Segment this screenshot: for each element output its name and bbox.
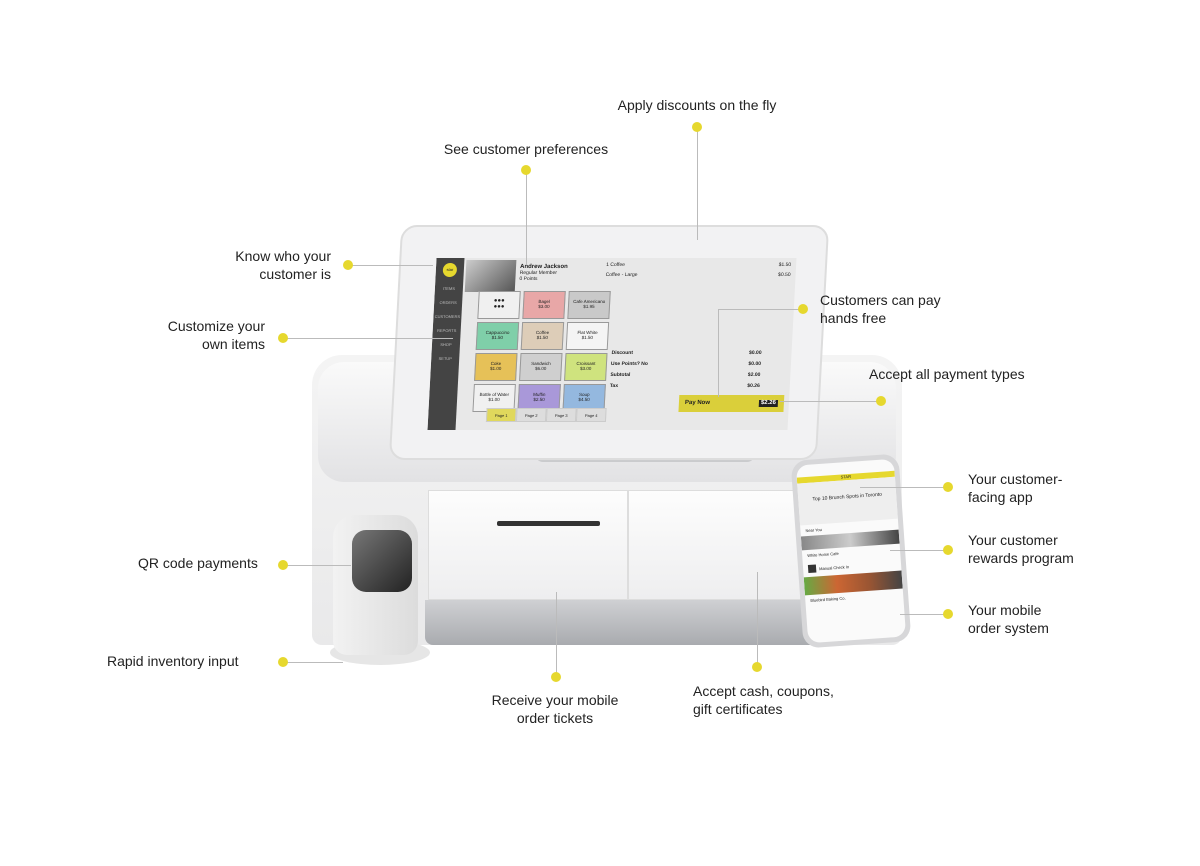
tile-price: $1.00 (488, 397, 500, 402)
tile-price: $1.50 (581, 335, 594, 340)
keypad-tile[interactable]: ●●● ●●● (477, 291, 521, 319)
callout-dot (278, 333, 288, 343)
nav-shop[interactable]: SHOP (440, 342, 452, 347)
pay-total: $2.26 (758, 400, 779, 407)
tile-price: $3.00 (579, 366, 592, 371)
callout-discounts: Apply discounts on the fly (617, 97, 777, 113)
order-item: Coffee - Large (605, 272, 638, 278)
tile-price: $2.50 (533, 397, 545, 402)
item-tile[interactable]: Bagel$3.00 (522, 291, 566, 319)
callout-dot (752, 662, 762, 672)
page-tab-3[interactable]: Page 3 (545, 408, 577, 422)
callout-payment-types: Accept all payment types (869, 366, 1025, 382)
summary-discount: Discount$0.00 (611, 350, 762, 356)
item-tile[interactable]: Flat White$1.50 (565, 322, 610, 350)
order-price: $0.50 (777, 272, 791, 278)
callout-dot (278, 560, 288, 570)
callout-qr: QR code payments (138, 555, 258, 571)
nav-orders[interactable]: ORDERS (439, 300, 457, 305)
checkin-label: Manual Check In (818, 563, 850, 571)
cash-drawer (628, 490, 818, 600)
callout-dot (692, 122, 702, 132)
callout-dot (943, 609, 953, 619)
order-line[interactable]: 1 Coffee $1.50 (606, 262, 791, 268)
page-tab-2[interactable]: Page 2 (515, 408, 547, 422)
item-tile[interactable]: Sandwich$6.00 (519, 353, 563, 381)
callout-customer-app: Your customer-facing app (968, 471, 1063, 505)
callout-dot (876, 396, 886, 406)
order-list: 1 Coffee $1.50 Coffee - Large $0.50 (605, 262, 791, 282)
star-logo: star (442, 263, 458, 277)
drawer-foot (425, 600, 825, 645)
item-tile[interactable]: Coke$1.00 (474, 353, 518, 381)
tile-price: $1.00 (489, 366, 502, 371)
qr-icon (807, 564, 817, 574)
callout-dot (551, 672, 561, 682)
callout-dot (343, 260, 353, 270)
order-line[interactable]: Coffee - Large $0.50 (605, 272, 790, 278)
tile-price: $1.95 (583, 304, 595, 309)
callout-dot (943, 482, 953, 492)
item-tile[interactable]: Cappuccino$1.50 (475, 322, 520, 350)
nav-customers[interactable]: CUSTOMERS (434, 314, 461, 319)
pos-screen: star ITEMS ORDERS CUSTOMERS REPORTS SHOP… (427, 258, 797, 430)
ticket-printer (428, 490, 628, 600)
summary-tax: Tax$0.26 (609, 383, 760, 389)
tile-price: $6.00 (534, 366, 547, 371)
tile-price: $1.50 (536, 335, 549, 340)
tile-price: $3.00 (538, 304, 550, 309)
customer-points: 0 Points (519, 276, 538, 282)
item-tile[interactable]: Coffee$1.50 (520, 322, 565, 350)
callout-inventory: Rapid inventory input (107, 653, 239, 669)
pay-label: Pay Now (684, 400, 711, 406)
callout-dot (278, 657, 288, 667)
nav-setup[interactable]: SETUP (438, 356, 453, 361)
callout-dot (521, 165, 531, 175)
summary-subtotal: Subtotal$2.00 (610, 372, 761, 378)
order-price: $1.50 (778, 262, 792, 268)
item-tile[interactable]: Cafe Americano$1.95 (567, 291, 611, 319)
callout-cash: Accept cash, coupons,gift certificates (693, 683, 834, 717)
summary-points[interactable]: Use Points? No$0.00 (610, 361, 762, 367)
phone-hero[interactable]: Top 10 Brunch Spots in Toronto (797, 476, 898, 526)
callout-dot (798, 304, 808, 314)
callout-preferences: See customer preferences (443, 141, 609, 157)
order-item: 1 Coffee (605, 262, 626, 268)
nav-items[interactable]: ITEMS (442, 286, 456, 291)
customer-photo (464, 260, 517, 292)
scanner-window (352, 530, 412, 592)
page-tab-4[interactable]: Page 4 (575, 408, 607, 422)
tile-price: $1.50 (491, 335, 504, 340)
pay-now-button[interactable]: Pay Now $2.26 (678, 395, 785, 412)
tile-price: $4.50 (578, 397, 590, 402)
customer-info: Andrew Jackson Regular Member 0 Points (519, 264, 568, 282)
page-tabs: Page 1 Page 2 Page 3 Page 4 (485, 408, 607, 422)
order-summary: Discount$0.00 Use Points? No$0.00 Subtot… (609, 350, 762, 394)
callout-dot (943, 545, 953, 555)
item-tile[interactable]: Croissant$3.00 (564, 353, 608, 381)
nav-reports[interactable]: REPORTS (436, 328, 457, 333)
printer-slot (497, 521, 600, 526)
page-tab-1[interactable]: Page 1 (485, 408, 517, 422)
smartphone: STAR Top 10 Brunch Spots in Toronto Near… (790, 453, 912, 649)
